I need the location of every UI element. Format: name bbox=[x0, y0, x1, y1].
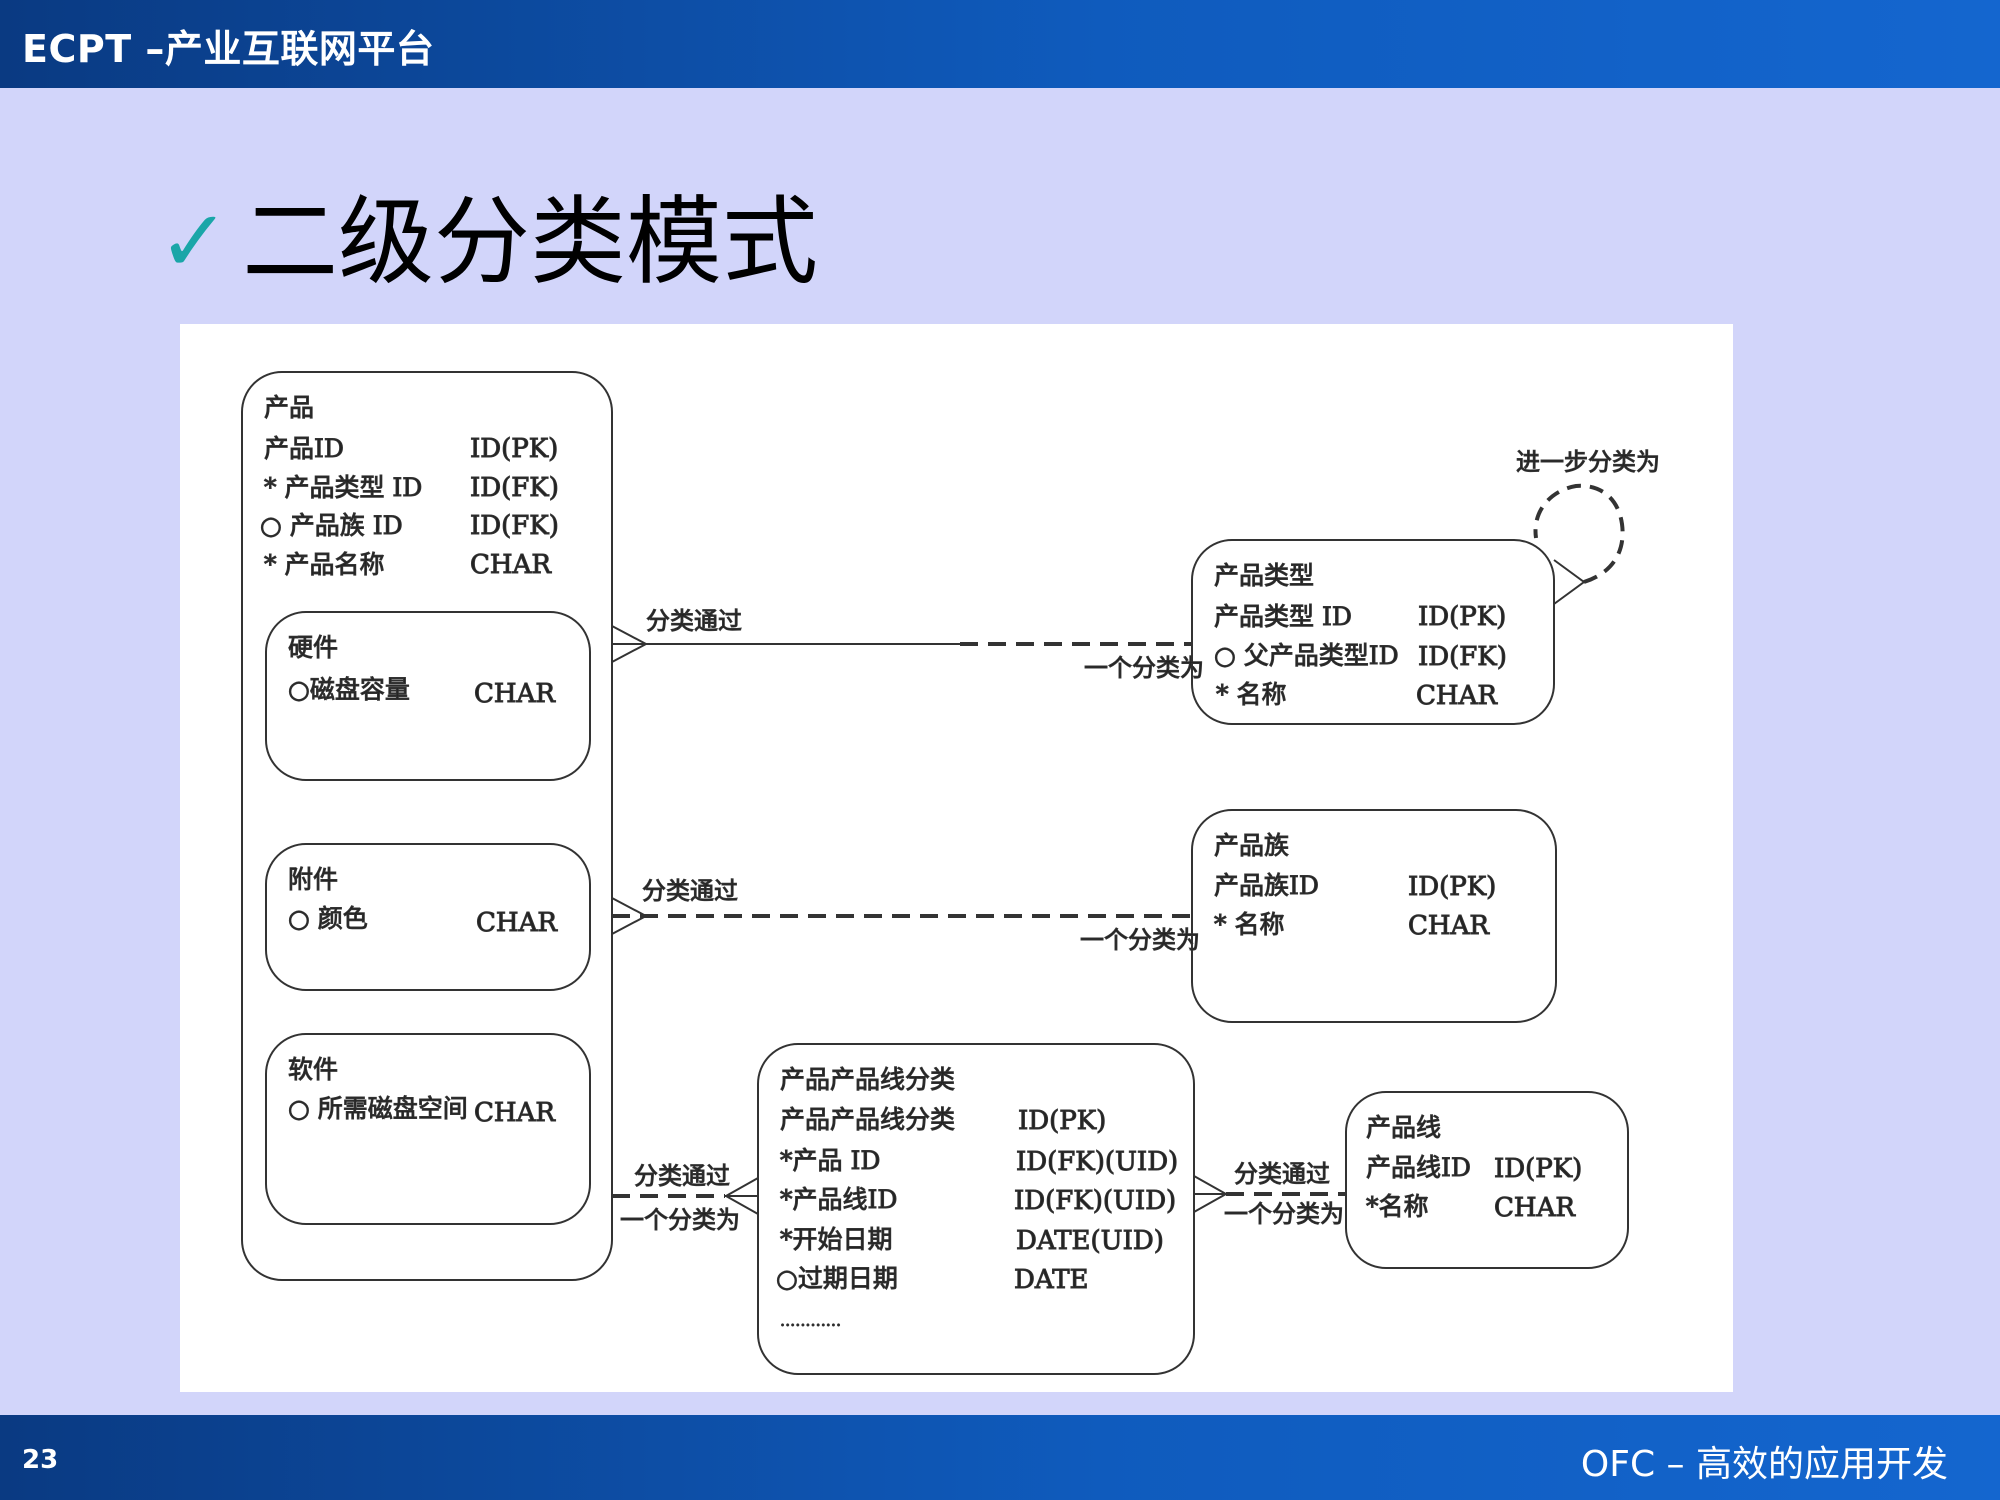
rel-1-label-bottom: 一个分类为 bbox=[1084, 654, 1204, 682]
subtype-hardware-field: ○磁盘容量 bbox=[288, 675, 410, 704]
slide-heading: ✓ 二级分类模式 bbox=[158, 182, 818, 302]
entity-product-line bbox=[1345, 1091, 1629, 1269]
product-type-row-1-field: 产品类型 ID bbox=[1214, 602, 1352, 631]
plc-row-3-field: *产品线ID bbox=[780, 1185, 897, 1214]
rel-self-product-type bbox=[1533, 483, 1625, 605]
subtype-hardware-name: 硬件 bbox=[288, 633, 338, 662]
product-family-row-1-field: 产品族ID bbox=[1214, 871, 1319, 900]
rel-2-label-bottom: 一个分类为 bbox=[1080, 926, 1200, 954]
plc-row-5-type: DATE bbox=[1014, 1265, 1089, 1295]
rel-plc-line bbox=[1193, 1175, 1346, 1213]
subtype-accessory bbox=[265, 843, 591, 991]
product-family-row-2-field: * 名称 bbox=[1214, 910, 1284, 939]
rel-3-label-bottom: 一个分类为 bbox=[620, 1206, 740, 1234]
product-type-row-1-type: ID(PK) bbox=[1418, 602, 1506, 632]
page-number: 23 bbox=[22, 1445, 59, 1475]
product-family-name: 产品族 bbox=[1214, 831, 1289, 860]
plc-row-1-field: 产品产品线分类 bbox=[780, 1105, 955, 1134]
plc-row-5-field: ○过期日期 bbox=[776, 1264, 898, 1293]
product-line-row-1-field: 产品线ID bbox=[1366, 1153, 1471, 1182]
footer-bar: 23 OFC – 高效的应用开发 bbox=[0, 1415, 2000, 1500]
subtype-accessory-type: CHAR bbox=[476, 908, 558, 938]
heading-text: 二级分类模式 bbox=[242, 186, 819, 298]
plc-row-4-field: *开始日期 bbox=[780, 1225, 893, 1254]
product-row-2-field: * 产品类型 ID bbox=[264, 473, 422, 502]
entity-product bbox=[241, 371, 613, 1281]
product-name: 产品 bbox=[264, 393, 314, 422]
er-diagram: 产品 产品ID ID(PK) * 产品类型 ID ID(FK) ○ 产品族 ID… bbox=[241, 371, 1661, 1375]
subtype-hardware bbox=[265, 611, 591, 781]
product-row-4-field: * 产品名称 bbox=[264, 550, 384, 579]
product-family-row-1-type: ID(PK) bbox=[1408, 872, 1496, 902]
subtype-software bbox=[265, 1033, 591, 1225]
check-icon: ✓ bbox=[158, 192, 231, 292]
plc-row-2-field: *产品 ID bbox=[780, 1146, 880, 1175]
product-row-1-type: ID(PK) bbox=[470, 434, 558, 464]
rel-1-label-top: 分类通过 bbox=[646, 607, 742, 635]
entity-product-type bbox=[1191, 539, 1555, 725]
rel-3-label-top: 分类通过 bbox=[634, 1162, 730, 1190]
subtype-software-name: 软件 bbox=[288, 1055, 338, 1084]
product-line-row-1-type: ID(PK) bbox=[1494, 1154, 1582, 1184]
header-bar: ECPT –产业互联网平台 bbox=[0, 0, 2000, 88]
subtype-software-type: CHAR bbox=[474, 1098, 556, 1128]
product-line-row-2-field: *名称 bbox=[1366, 1192, 1429, 1221]
rel-product-plc bbox=[612, 1177, 759, 1215]
plc-row-2-type: ID(FK)(UID) bbox=[1016, 1147, 1178, 1177]
rel-product-family bbox=[611, 897, 1192, 935]
rel-4-label-bottom: 一个分类为 bbox=[1224, 1200, 1344, 1228]
product-row-4-type: CHAR bbox=[470, 550, 552, 580]
product-type-row-2-type: ID(FK) bbox=[1418, 642, 1507, 672]
product-type-name: 产品类型 bbox=[1214, 561, 1314, 590]
product-line-row-2-type: CHAR bbox=[1494, 1193, 1576, 1223]
product-type-row-2-field: ○ 父产品类型ID bbox=[1214, 641, 1399, 670]
entity-product-family bbox=[1191, 809, 1557, 1023]
subtype-hardware-type: CHAR bbox=[474, 679, 556, 709]
rel-2-label-top: 分类通过 bbox=[642, 877, 738, 905]
subtype-accessory-name: 附件 bbox=[288, 865, 338, 894]
header-title: ECPT –产业互联网平台 bbox=[22, 27, 435, 71]
product-row-2-type: ID(FK) bbox=[470, 473, 559, 503]
plc-ellipsis: ............ bbox=[780, 1311, 841, 1330]
product-type-row-3-field: * 名称 bbox=[1216, 680, 1286, 709]
plc-row-1-type: ID(PK) bbox=[1018, 1106, 1106, 1136]
product-family-row-2-type: CHAR bbox=[1408, 911, 1490, 941]
product-type-row-3-type: CHAR bbox=[1416, 681, 1498, 711]
product-row-1-field: 产品ID bbox=[264, 434, 344, 463]
rel-product-type bbox=[611, 625, 1192, 663]
subtype-accessory-field: ○ 颜色 bbox=[288, 904, 368, 933]
self-rel-label: 进一步分类为 bbox=[1516, 448, 1660, 476]
entity-product-line-class bbox=[757, 1043, 1195, 1375]
product-line-name: 产品线 bbox=[1366, 1113, 1441, 1142]
plc-row-3-type: ID(FK)(UID) bbox=[1014, 1186, 1176, 1216]
subtype-software-field: ○ 所需磁盘空间 bbox=[288, 1094, 468, 1123]
footer-tagline: OFC – 高效的应用开发 bbox=[1580, 1444, 1948, 1485]
diagram-panel: 产品 产品ID ID(PK) * 产品类型 ID ID(FK) ○ 产品族 ID… bbox=[180, 324, 1733, 1392]
plc-name: 产品产品线分类 bbox=[780, 1065, 955, 1094]
plc-row-4-type: DATE(UID) bbox=[1016, 1226, 1164, 1256]
product-row-3-type: ID(FK) bbox=[470, 511, 559, 541]
product-row-3-field: ○ 产品族 ID bbox=[260, 511, 403, 540]
rel-4-label-top: 分类通过 bbox=[1234, 1160, 1330, 1188]
